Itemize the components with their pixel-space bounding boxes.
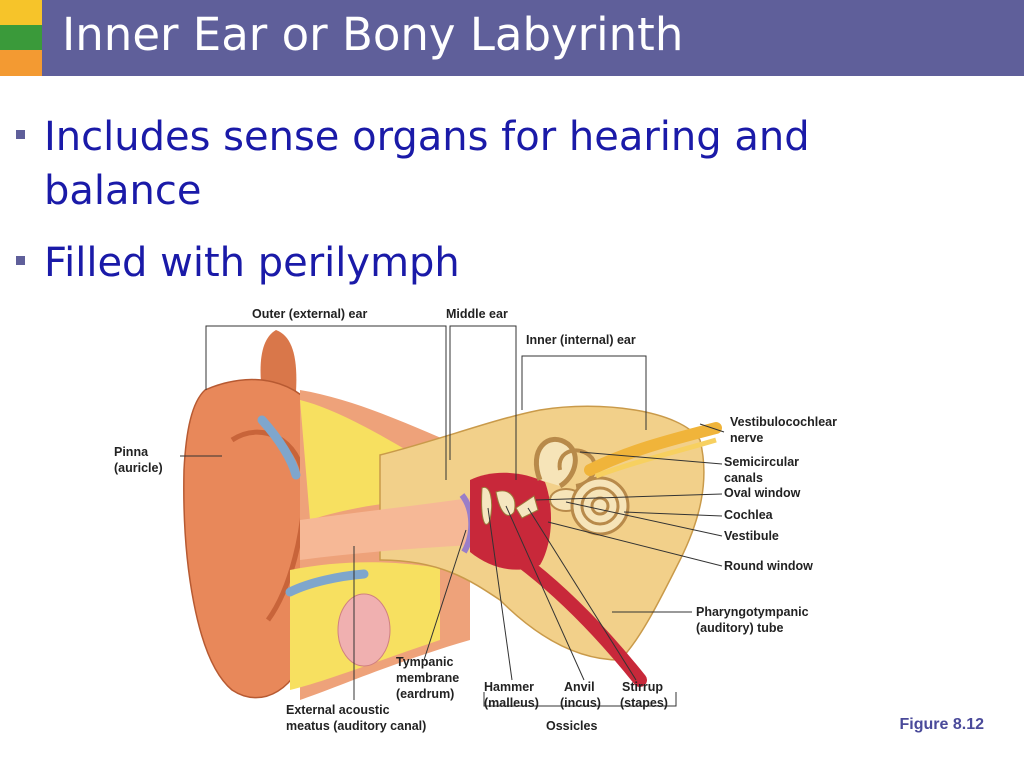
label-stapes: (stapes) — [620, 696, 668, 710]
vestibule-leader — [565, 501, 723, 537]
bullet-list: Includes sense organs for hearing and ba… — [14, 110, 874, 290]
cochlea-leader — [623, 511, 723, 517]
label-outer-ear: Outer (external) ear — [252, 307, 367, 321]
inner-ear-bracket — [521, 355, 647, 430]
bullet-item: Includes sense organs for hearing and ba… — [14, 110, 874, 218]
label-pinna: Pinna — [114, 445, 149, 459]
ear-canal — [300, 498, 472, 560]
label-semicircular: Semicircular — [724, 455, 799, 469]
leader-lines — [180, 423, 725, 700]
label-eardrum: (eardrum) — [396, 687, 454, 701]
auditory-tube-shape — [513, 553, 647, 687]
label-round-window: Round window — [724, 559, 813, 573]
round-window-leader — [547, 521, 723, 567]
cartilage-lower — [285, 569, 369, 597]
middle-ear-cavity — [470, 472, 552, 570]
cochlea-shape — [570, 476, 630, 536]
slide-title: Inner Ear or Bony Labyrinth — [62, 8, 684, 61]
bullet-text: Includes sense organs for hearing and ba… — [44, 114, 810, 214]
label-tympanic: Tympanic — [396, 655, 453, 669]
middle-ear-bracket — [449, 325, 517, 480]
nerve-leader — [699, 423, 725, 433]
figure-number: Figure 8.12 — [899, 716, 984, 733]
ear-illustration — [183, 330, 722, 700]
label-membrane: membrane — [396, 671, 459, 685]
stapes-shape — [515, 495, 539, 519]
incus-shape — [495, 490, 516, 516]
label-oval-window: Oval window — [724, 486, 801, 500]
outer-ear-bracket — [205, 325, 447, 480]
oval-window-leader — [535, 493, 723, 501]
title-bar — [42, 0, 1024, 76]
hair-strands — [260, 330, 297, 392]
bullet-item: Filled with perilymph — [14, 236, 874, 290]
label-hammer: Hammer — [484, 680, 534, 694]
label-incus: (incus) — [560, 696, 601, 710]
label-ossicles: Ossicles — [546, 719, 597, 733]
cartilage-upper — [257, 415, 301, 480]
hammer-leader — [487, 507, 513, 681]
square-bullet-icon — [16, 130, 25, 139]
corner-accent-green — [0, 25, 42, 50]
label-external-acoustic: External acoustic — [286, 703, 390, 717]
tympanic-leader — [423, 529, 467, 661]
anvil-leader — [505, 505, 585, 681]
stirrup-leader — [527, 507, 637, 681]
label-auditory-tube: (auditory) tube — [696, 621, 784, 635]
malleus-shape — [481, 486, 493, 525]
nerve-fibers — [595, 437, 717, 479]
label-stirrup: Stirrup — [622, 680, 663, 694]
label-anvil: Anvil — [564, 680, 595, 694]
label-meatus: meatus (auditory canal) — [286, 719, 426, 733]
ear-anatomy-diagram: Outer (external) ear Middle ear Inner (i… — [114, 307, 837, 733]
label-cochlea: Cochlea — [724, 508, 774, 522]
label-vestibule: Vestibule — [724, 529, 779, 543]
region-brackets — [205, 325, 677, 707]
label-vestibulocochlear: Vestibulocochlear — [730, 415, 837, 429]
bullet-text: Filled with perilymph — [44, 240, 460, 286]
label-canals: canals — [724, 471, 763, 485]
nerve-shape — [584, 422, 722, 476]
label-nerve: nerve — [730, 431, 763, 445]
semicircular-canals-shape — [533, 436, 578, 489]
cochlea-turn — [580, 486, 620, 526]
square-bullet-icon — [16, 256, 25, 265]
semicircular-leader — [579, 451, 723, 465]
diagram-labels: Outer (external) ear Middle ear Inner (i… — [114, 307, 837, 733]
corner-accent-orange — [0, 50, 42, 76]
label-pharyngotympanic: Pharyngotympanic — [696, 605, 809, 619]
corner-accent-yellow — [0, 0, 42, 25]
label-malleus: (malleus) — [484, 696, 539, 710]
gland — [337, 593, 391, 667]
label-auricle: (auricle) — [114, 461, 163, 475]
label-middle-ear: Middle ear — [446, 307, 508, 321]
label-inner-ear: Inner (internal) ear — [526, 333, 636, 347]
ossicles-bracket — [483, 692, 677, 707]
